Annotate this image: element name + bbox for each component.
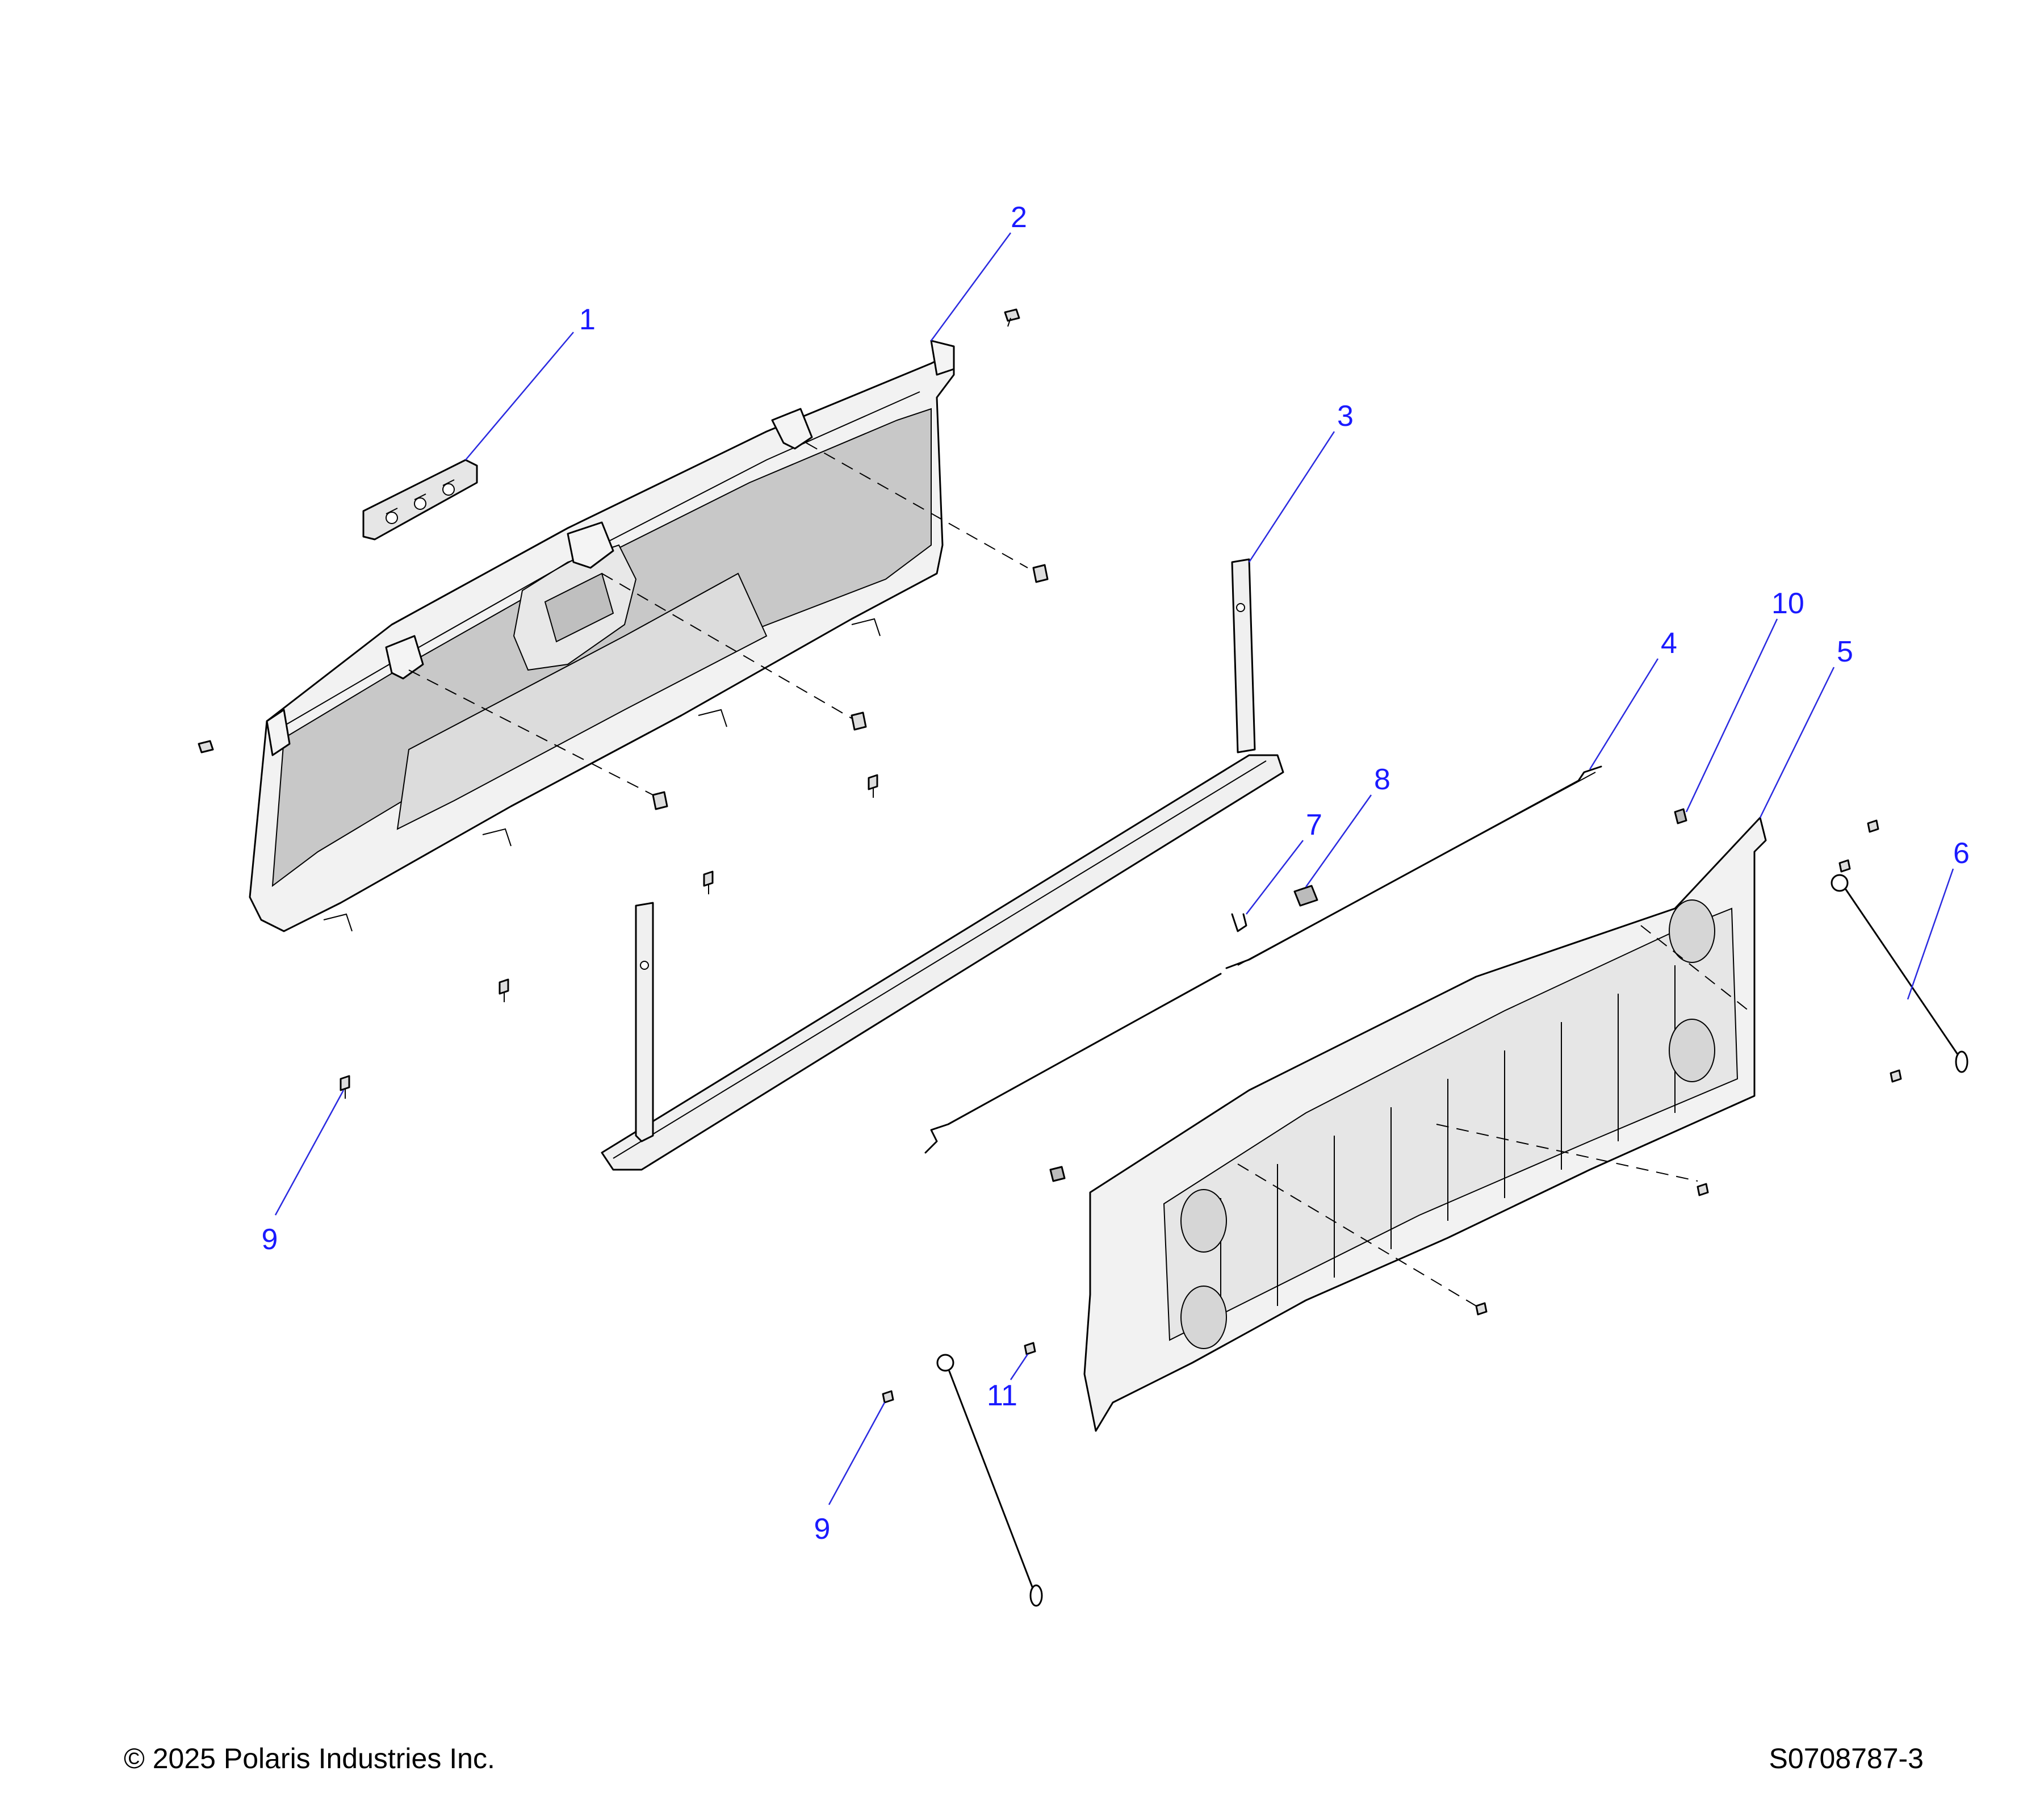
latch-rod <box>924 765 1602 1154</box>
callout-7: 7 <box>1306 809 1322 841</box>
leader-6 <box>1907 868 1954 1000</box>
callout-11: 11 <box>987 1379 1017 1412</box>
callout-8: 8 <box>1374 763 1390 796</box>
fasteners-right <box>882 808 1902 1404</box>
leader-9a <box>274 1090 345 1216</box>
leader-4 <box>1589 658 1659 770</box>
leader-2 <box>930 232 1012 341</box>
callout-10: 10 <box>1771 587 1804 620</box>
callout-1: 1 <box>579 303 596 336</box>
outer-tailgate-panel <box>1083 817 1767 1432</box>
drawing-number: S0708787-3 <box>1769 1743 1924 1774</box>
support-cable-right <box>1831 874 1968 1073</box>
spring-clip <box>1231 913 1247 932</box>
leader-11 <box>1010 1354 1029 1380</box>
callout-5: 5 <box>1837 635 1853 668</box>
callout-9a: 9 <box>262 1223 278 1256</box>
fasteners-left <box>198 308 1049 1099</box>
leader-1 <box>465 332 574 460</box>
bushing <box>1293 885 1318 907</box>
leader-5 <box>1759 667 1835 818</box>
copyright-notice: © 2025 Polaris Industries Inc. <box>124 1743 495 1774</box>
support-cable-left <box>936 1354 1043 1607</box>
leader-3 <box>1248 431 1335 563</box>
leader-9b <box>828 1402 886 1505</box>
callout-2: 2 <box>1011 201 1027 234</box>
callout-3: 3 <box>1337 400 1354 433</box>
latch-striker <box>362 459 478 541</box>
hinge-rod <box>601 558 1284 1171</box>
inner-tailgate-panel <box>249 340 955 932</box>
leader-7 <box>1246 840 1304 915</box>
leader-10 <box>1685 618 1778 813</box>
callout-6: 6 <box>1953 837 1970 870</box>
callout-4: 4 <box>1661 627 1677 660</box>
callout-9b: 9 <box>814 1513 831 1546</box>
leader-8 <box>1305 794 1372 887</box>
